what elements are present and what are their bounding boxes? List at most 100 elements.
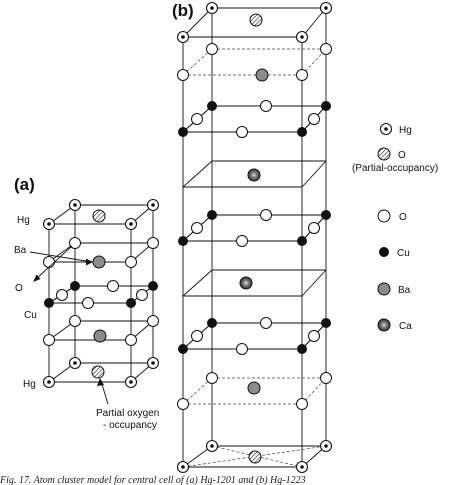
oxygen-atom [125,256,137,268]
hg-atom [295,460,309,474]
ca-atom [247,168,261,182]
hg-atom [146,198,160,212]
legend-partial-occupancy-label: (Partial-occupancy) [352,163,438,174]
panel-a-pointer-arrows [29,245,109,405]
cu-atom [207,101,217,111]
hg-bottom-label: Hg [23,379,36,390]
partial-oxygen-atom [91,365,105,379]
ba-atom [92,255,106,269]
oxygen-atom [260,209,272,221]
hg-atom [146,356,160,370]
oxygen-atom [191,113,203,125]
oxygen-atom [320,372,332,384]
cu-atom [178,127,188,137]
partial-oxygen-label: Partial oxygen [96,408,159,419]
hg-atom [42,217,56,231]
partial-oxygen-atom [92,209,106,223]
hg-atom [176,460,190,474]
oxygen-atom [308,222,320,234]
oxygen-atom [43,256,55,268]
oxygen-atom [296,69,308,81]
oxygen-atom [260,317,272,329]
cu-atom [178,236,188,246]
oxygen-atom [107,280,119,292]
legend-hg-label: Hg [399,125,412,136]
partial-occupancy-label: - occupancy [103,420,157,431]
panel-b: (b) [172,1,333,474]
legend: Hg O (Partial-occupancy) O Cu Ba Ca [352,122,438,332]
oxygen-atom [236,126,248,138]
oxygen-atom [69,237,81,249]
oxygen-atom [69,315,81,327]
oxygen-atom [82,297,94,309]
oxygen-atom [147,237,159,249]
hg-atom [176,30,190,44]
oxygen-atom [136,289,148,301]
oxygen-atom [191,222,203,234]
legend-hg-icon [379,122,393,136]
panel-a: (a) Hg Ba O Cu Hg Partial oxygen - occup… [14,175,159,431]
legend-partial-oxygen-label: O [398,150,406,161]
cu-atom [321,318,331,328]
legend-oxygen-icon [377,209,391,223]
hg-top-label: Hg [17,215,30,226]
oxygen-atom [177,398,189,410]
hg-atom [319,1,333,15]
legend-cu-label: Cu [397,248,410,259]
ba-atom [247,381,261,395]
cu-atom [297,344,307,354]
legend-ba-icon [377,282,391,296]
panel-b-label: (b) [172,1,194,20]
hg-atom [68,356,82,370]
cu-atom [297,127,307,137]
hg-atom [295,30,309,44]
panel-a-atoms [42,198,160,389]
oxygen-atom [308,330,320,342]
cu-atom [207,210,217,220]
partial-oxygen-atom [249,13,263,27]
cu-atom [321,210,331,220]
oxygen-atom [191,330,203,342]
oxygen-atom [43,334,55,346]
ba-atom [93,329,107,343]
oxygen-atom [206,372,218,384]
figure-caption: Fig. 17. Atom cluster model for central … [0,475,306,485]
oxygen-atom [296,398,308,410]
cu-atom [321,101,331,111]
hg-atom [124,375,138,389]
hg-atom [319,439,333,453]
cu-atom [126,298,136,308]
oxygen-atom [56,289,68,301]
cu-atom [70,281,80,291]
oxygen-atom [236,343,248,355]
legend-partial-oxygen-icon [377,147,391,161]
oxygen-atom [236,235,248,247]
hg-atom [124,217,138,231]
cu-atom [297,236,307,246]
partial-oxygen-atom [248,450,262,464]
panel-b-atoms [176,1,333,474]
legend-oxygen-label: O [399,212,407,223]
cu-atom [178,344,188,354]
cu-label: Cu [24,310,37,321]
cu-atom [44,298,54,308]
legend-ba-label: Ba [398,285,411,296]
oxygen-atom [206,43,218,55]
oxygen-atom [147,315,159,327]
oxygen-atom [260,100,272,112]
o-label: O [15,283,23,294]
legend-ca-label: Ca [399,321,412,332]
oxygen-atom [320,43,332,55]
legend-cu-icon [379,247,389,257]
panel-a-label: (a) [14,175,35,194]
hg-atom [205,439,219,453]
cu-atom [148,281,158,291]
hg-atom [42,375,56,389]
hg-atom [68,198,82,212]
legend-ca-icon [377,318,391,332]
ba-atom [255,68,269,82]
cu-atom [207,318,217,328]
hg-atom [205,1,219,15]
oxygen-atom [177,69,189,81]
